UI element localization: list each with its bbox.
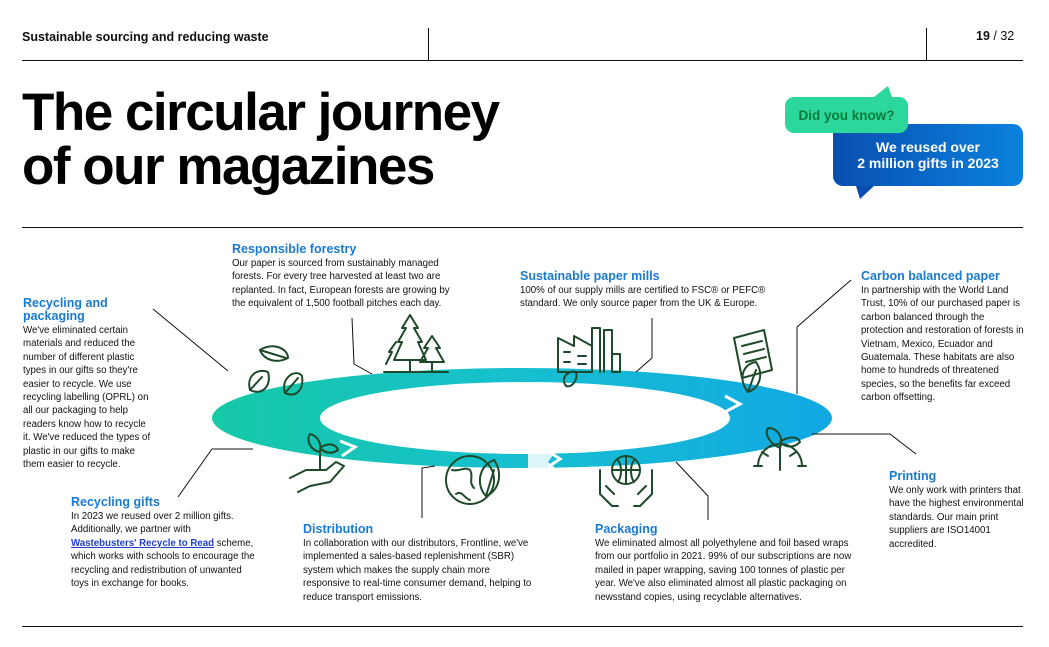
fact-line-2: 2 million gifts in 2023	[857, 155, 999, 171]
page-current: 19	[976, 29, 990, 43]
globe-leaf-icon	[445, 455, 501, 505]
page-title-line-1: The circular journey	[22, 83, 500, 142]
section-title: Packaging	[595, 522, 658, 536]
section-responsible-forestry: Responsible forestry Our paper is source…	[232, 243, 464, 311]
section-sustainable-paper-mills: Sustainable paper mills 100% of our supp…	[520, 270, 770, 311]
section-title: Sustainable paper mills	[520, 269, 660, 283]
section-recycling-gifts: Recycling gifts In 2023 we reused over 2…	[71, 496, 257, 590]
section-body: We eliminated almost all polyethylene an…	[595, 538, 852, 603]
section-body: We only work with printers that have the…	[889, 485, 1024, 550]
trees-icon	[383, 314, 449, 373]
hand-plant-icon	[289, 433, 345, 493]
header-divider-right	[926, 28, 927, 60]
section-body: In collaboration with our distributors, …	[303, 538, 532, 603]
section-body: Our paper is sourced from sustainably ma…	[232, 258, 450, 310]
section-title: Carbon balanced paper	[861, 269, 1000, 283]
body-text-before-link: In 2023 we reused over 2 million gifts. …	[71, 511, 234, 536]
factory-icon	[557, 327, 621, 388]
section-printing: Printing We only work with printers that…	[889, 470, 1029, 551]
section-title: Responsible forestry	[232, 242, 357, 256]
page-total: 32	[1000, 29, 1015, 43]
page-separator: /	[989, 29, 1001, 43]
section-heading: Sustainable sourcing and reducing waste	[22, 30, 269, 44]
section-body: 100% of our supply mills are certified t…	[520, 285, 766, 310]
paper-leaf-icon	[733, 329, 773, 393]
fact-line-1: We reused over	[875, 139, 980, 155]
section-carbon-balanced-paper: Carbon balanced paper In partnership wit…	[861, 270, 1026, 405]
section-distribution: Distribution In collaboration with our d…	[303, 523, 539, 604]
recycle-to-read-link[interactable]: Wastebusters' Recycle to Read	[71, 537, 215, 549]
section-body: In 2023 we reused over 2 million gifts. …	[71, 510, 257, 590]
bubble-tail-blue	[856, 186, 874, 199]
page-title: The circular journey of our magazines	[22, 83, 500, 196]
section-title: Distribution	[303, 522, 374, 536]
body-text-after-link: scheme, which works with schools to enco…	[71, 537, 255, 590]
page-title-line-2: of our magazines	[22, 137, 435, 196]
content-top-rule	[22, 227, 1023, 228]
section-title-line-2: packaging	[23, 309, 85, 323]
section-title: Printing	[889, 469, 937, 483]
section-packaging: Packaging We eliminated almost all polye…	[595, 523, 863, 604]
page-number: 19 / 32	[976, 29, 1014, 43]
gear-plant-icon	[753, 427, 807, 471]
header-divider-left	[428, 28, 429, 60]
connector-lines	[152, 279, 917, 520]
fact-bubble: We reused over 2 million gifts in 2023	[833, 124, 1023, 186]
section-body: In partnership with the World Land Trust…	[861, 285, 1024, 404]
section-title-line-1: Recycling and	[23, 296, 108, 310]
hands-globe-icon	[599, 455, 653, 507]
section-title: Recycling gifts	[71, 495, 160, 509]
section-body: We've eliminated certain materials and r…	[23, 325, 151, 471]
leaves-icon	[248, 345, 304, 396]
header-rule	[22, 60, 1023, 61]
bubble-tail-green	[874, 86, 892, 97]
journey-ring	[212, 368, 832, 470]
did-you-know-bubble: Did you know?	[785, 97, 908, 133]
content-bottom-rule	[22, 626, 1023, 627]
